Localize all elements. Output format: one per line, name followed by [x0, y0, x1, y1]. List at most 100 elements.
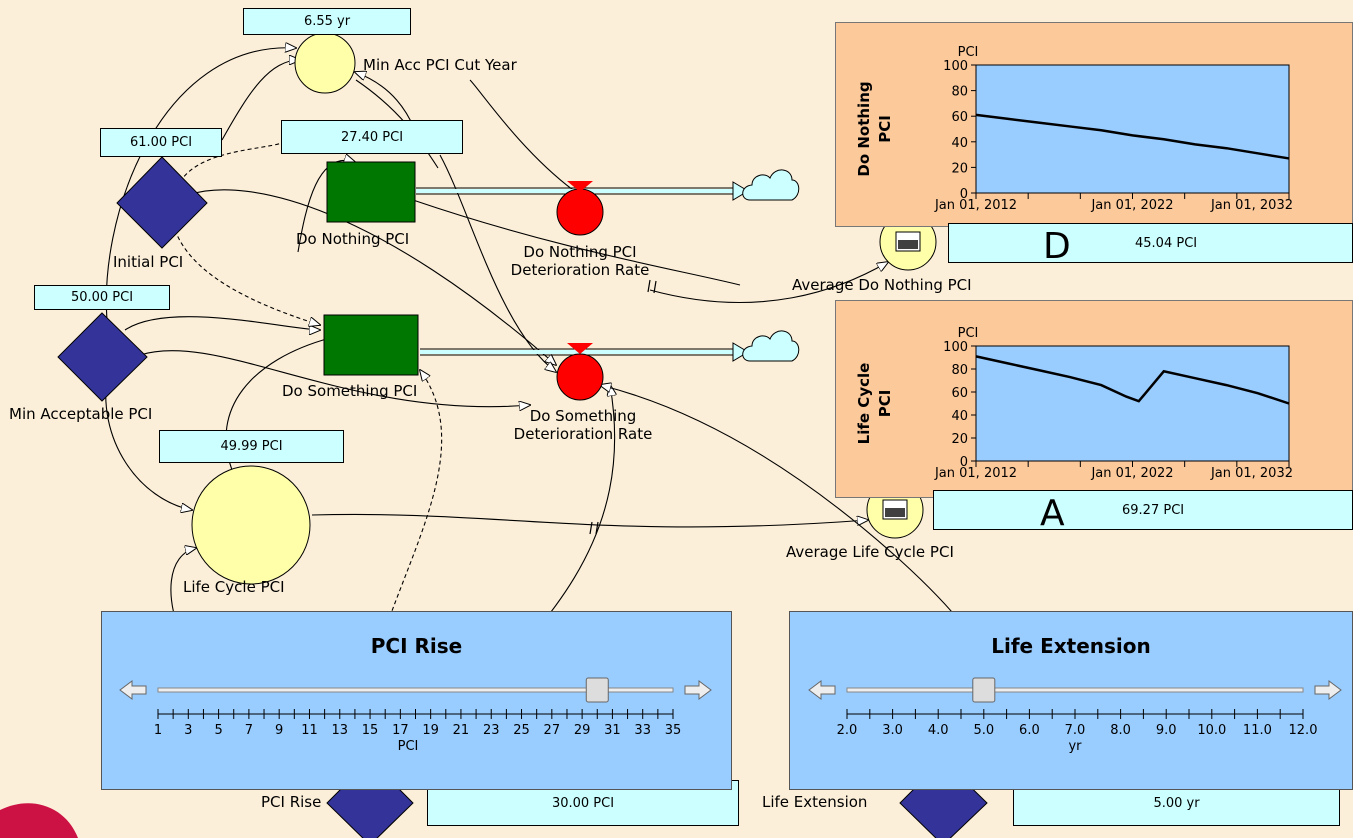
input-initial-pci[interactable]: [116, 156, 208, 249]
y-tick-label: 80: [951, 85, 968, 100]
arrow-left-icon[interactable]: [119, 680, 147, 700]
slider-tick-label: 23: [483, 723, 500, 738]
delay-marks: [589, 279, 657, 535]
value-min-acc-cut-year: 6.55 yr: [243, 8, 411, 35]
y-tick-label: 40: [951, 136, 968, 151]
slider-tick-label: 11.0: [1243, 723, 1272, 738]
slider-tick-label: 31: [604, 723, 621, 738]
label-avg-do-nothing: Average Do Nothing PCI: [792, 276, 972, 294]
y-axis-title: Life Cycle: [855, 363, 873, 445]
slider-tick-label: 2.0: [837, 723, 858, 738]
y-tick-label: 80: [951, 363, 968, 378]
y-tick-label: 100: [943, 59, 968, 74]
slider-tick-label: 9: [275, 723, 283, 738]
x-tick-label: Jan 01, 2022: [1090, 466, 1173, 481]
valve-icon: [567, 343, 593, 354]
slider-tick-label: 27: [544, 723, 561, 738]
slider-track: [846, 687, 1304, 693]
plot-area: [975, 64, 1290, 194]
y-tick-label: 20: [951, 161, 968, 176]
slider-tick-label: 29: [574, 723, 591, 738]
slider-title: PCI Rise: [370, 634, 463, 658]
arrow-right-icon[interactable]: [1314, 680, 1342, 700]
slider-handle[interactable]: [585, 677, 609, 703]
x-tick-label: Jan 01, 2032: [1210, 198, 1293, 213]
meter-value: 69.27 PCI: [1122, 503, 1185, 518]
label-do-something-rate: Do Something Deterioration Rate: [495, 407, 671, 443]
label-line: Deterioration Rate: [513, 425, 653, 443]
label-life-extension: Life Extension: [762, 793, 868, 811]
stock-do-nothing-pci[interactable]: [326, 161, 416, 223]
slider-tick-label: 5: [214, 723, 222, 738]
cloud-icon: [742, 169, 800, 201]
slider-tick-label: 7: [245, 723, 253, 738]
cloud-icon: [742, 330, 800, 362]
converter-life-cycle-pci[interactable]: [191, 465, 311, 585]
rate-do-something[interactable]: [556, 353, 604, 401]
label-line: Do Nothing PCI: [523, 243, 637, 261]
x-tick-label: Jan 01, 2022: [1090, 198, 1173, 213]
label-do-something-pci: Do Something PCI: [282, 382, 418, 400]
y-unit-label: PCI: [958, 45, 979, 60]
slider-tick-label: 13: [331, 723, 348, 738]
arrow-left-icon[interactable]: [808, 680, 836, 700]
valve-icon: [567, 181, 593, 192]
slider-tick-label: 25: [513, 723, 530, 738]
y-unit-label: PCI: [958, 326, 979, 341]
slider-tick-label: 21: [453, 723, 470, 738]
label-pci-rise: PCI Rise: [261, 793, 322, 811]
slider-tick-label: 3.0: [882, 723, 903, 738]
grade-letter: A: [1040, 493, 1065, 534]
meter-do-nothing-box: D 45.04 PCI: [948, 223, 1353, 267]
y-tick-label: 0: [960, 187, 968, 202]
slider-tick-label: 12.0: [1289, 723, 1318, 738]
x-tick-label: Jan 01, 2012: [934, 198, 1017, 213]
value-initial-pci: 61.00 PCI: [100, 128, 222, 157]
converter-min-acc-cut-year[interactable]: [294, 32, 356, 94]
summer-avg-do-nothing[interactable]: [879, 213, 937, 271]
y-tick-label: 100: [943, 340, 968, 355]
value-do-nothing-pci: 27.40 PCI: [281, 120, 463, 154]
x-tick-label: Jan 01, 2032: [1210, 466, 1293, 481]
slider-tick-label: 5.0: [973, 723, 994, 738]
rate-do-nothing[interactable]: [556, 188, 604, 236]
x-tick-label: Jan 01, 2012: [934, 466, 1017, 481]
slider-tick-label: 10.0: [1197, 723, 1226, 738]
slider-track: [157, 687, 674, 693]
slider-tick-label: 3: [184, 723, 192, 738]
grade-letter: D: [1043, 226, 1071, 267]
slider-tick-label: 33: [634, 723, 651, 738]
arrow-right-icon[interactable]: [684, 680, 712, 700]
y-axis-title: PCI: [876, 115, 894, 143]
slider-unit-label: yr: [1068, 739, 1082, 754]
label-min-acc-cut-year: Min Acc PCI Cut Year: [363, 56, 517, 74]
meter-value: 45.04 PCI: [1135, 236, 1198, 251]
slider-tick-label: 6.0: [1019, 723, 1040, 738]
label-line: Do Something: [529, 407, 637, 425]
label-initial-pci: Initial PCI: [113, 253, 184, 271]
input-min-acceptable-pci[interactable]: [57, 312, 148, 402]
logo-fragment: [0, 803, 78, 838]
y-tick-label: 60: [951, 386, 968, 401]
slider-unit-label: PCI: [398, 739, 419, 754]
label-life-cycle-pci: Life Cycle PCI: [183, 578, 285, 596]
y-tick-label: 40: [951, 409, 968, 424]
slider-handle[interactable]: [972, 677, 996, 703]
value-min-acceptable-pci: 50.00 PCI: [34, 285, 170, 310]
series-line: [975, 355, 1290, 405]
y-tick-label: 0: [960, 455, 968, 470]
label-avg-life-cycle: Average Life Cycle PCI: [786, 543, 954, 561]
slider-title: Life Extension: [991, 634, 1151, 658]
stock-do-something-pci[interactable]: [323, 314, 419, 376]
meter-life-cycle-box: A 69.27 PCI: [933, 490, 1353, 534]
y-axis-title: Do Nothing: [855, 81, 873, 176]
